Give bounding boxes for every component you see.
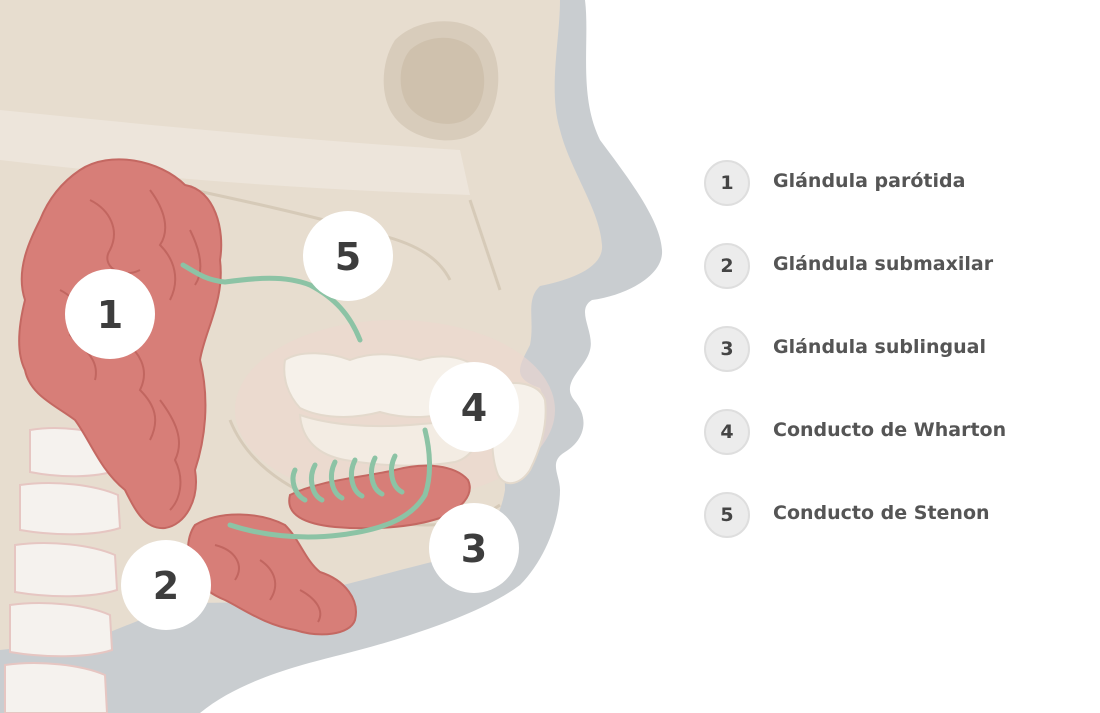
eye-socket-inner: [400, 37, 485, 124]
cervical-spine: [4, 427, 122, 713]
legend-label: Glándula sublingual: [773, 336, 986, 358]
legend: 1 Glándula parótida 2 Glándula submaxila…: [704, 160, 1084, 575]
legend-item-stenon: 5 Conducto de Stenon: [704, 492, 1084, 575]
legend-badge: 2: [704, 243, 750, 289]
legend-label: Glándula submaxilar: [773, 253, 994, 275]
callout-3-number: 3: [461, 527, 487, 571]
callout-5-number: 5: [335, 235, 361, 279]
legend-label: Glándula parótida: [773, 170, 966, 192]
legend-badge: 4: [704, 409, 750, 455]
callout-4-number: 4: [461, 386, 487, 430]
callout-5: 5: [303, 211, 393, 301]
legend-badge: 1: [704, 160, 750, 206]
wharton-duct: [227, 427, 433, 540]
nasal-line: [468, 199, 502, 291]
legend-label: Conducto de Stenon: [773, 502, 990, 524]
legend-item-submandibular: 2 Glándula submaxilar: [704, 243, 1084, 326]
callout-1: 1: [65, 269, 155, 359]
submandibular-texture: [214, 544, 322, 623]
legend-badge: 3: [704, 326, 750, 372]
legend-item-sublingual: 3 Glándula sublingual: [704, 326, 1084, 409]
legend-badge: 5: [704, 492, 750, 538]
forehead-band: [0, 110, 470, 195]
callout-2: 2: [121, 540, 211, 630]
legend-label: Conducto de Wharton: [773, 419, 1007, 441]
legend-item-parotid: 1 Glándula parótida: [704, 160, 1084, 243]
stenon-duct: [180, 262, 363, 343]
callout-3: 3: [429, 503, 519, 593]
callout-1-number: 1: [97, 293, 123, 337]
callout-2-number: 2: [153, 564, 179, 608]
callout-4: 4: [429, 362, 519, 452]
legend-item-wharton: 4 Conducto de Wharton: [704, 409, 1084, 492]
